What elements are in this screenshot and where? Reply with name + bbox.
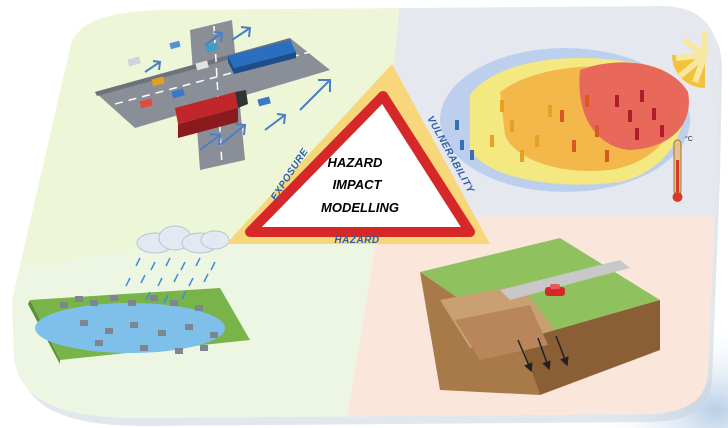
people-icons — [455, 120, 474, 160]
car — [171, 88, 185, 99]
car — [127, 56, 141, 67]
sun-icon — [672, 32, 708, 88]
car — [151, 76, 165, 87]
thermometer-unit: °C — [685, 135, 693, 143]
population-heatmap: °C — [440, 32, 708, 202]
edge-label-hazard: HAZARD — [334, 235, 379, 246]
car — [205, 42, 219, 53]
rain — [125, 257, 216, 304]
triangle-warning-sign — [245, 91, 475, 237]
traffic-scene — [95, 20, 331, 170]
houses — [60, 295, 218, 354]
center-title-line2: IMPACT — [333, 177, 383, 192]
thermometer-icon — [672, 139, 683, 202]
flood-scene — [28, 225, 250, 364]
car — [545, 284, 565, 296]
landslide-scene — [420, 238, 660, 395]
cloud-icon — [136, 225, 230, 254]
center-title-line3: MODELLING — [321, 200, 399, 215]
car — [257, 96, 271, 107]
hazard-triangle — [226, 64, 490, 244]
bus — [228, 40, 296, 74]
car — [169, 40, 181, 50]
car — [139, 98, 153, 109]
truck — [175, 90, 248, 138]
flow-arrows — [144, 26, 331, 151]
slide-arrows — [517, 335, 569, 373]
car — [195, 60, 209, 71]
center-title-line1: HAZARD — [328, 155, 383, 170]
